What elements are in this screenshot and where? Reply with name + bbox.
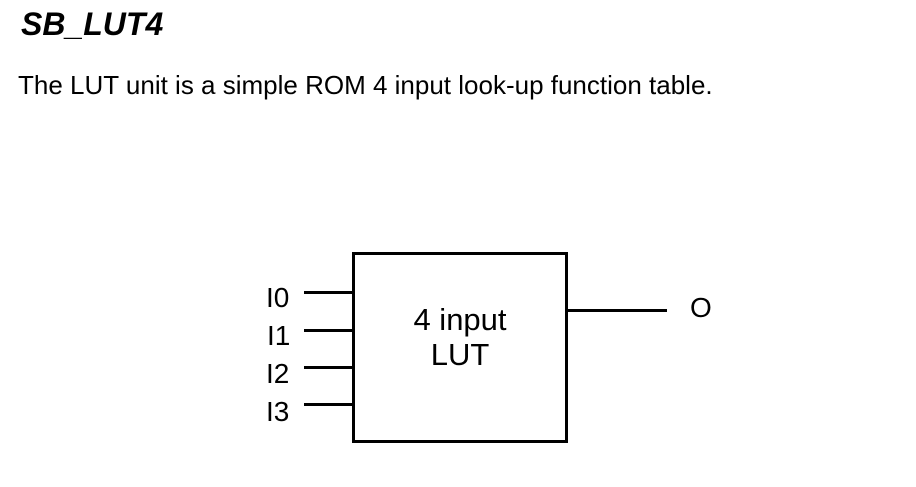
input-wire-i1 <box>304 329 352 332</box>
lut-box: 4 input LUT <box>352 252 568 443</box>
input-wire-i0 <box>304 291 352 294</box>
output-wire <box>568 309 667 312</box>
input-wire-i3 <box>304 403 352 406</box>
lut-box-label-line2: LUT <box>430 337 490 372</box>
input-label-i1: I1 <box>267 320 291 351</box>
output-label-o: O <box>690 292 712 323</box>
lut-box-label-line1: 4 input <box>413 302 507 337</box>
description-text: The LUT unit is a simple ROM 4 input loo… <box>18 70 713 100</box>
input-wire-i2 <box>304 366 352 369</box>
input-label-i0: I0 <box>266 282 290 313</box>
input-label-i3: I3 <box>266 396 290 427</box>
input-label-i2: I2 <box>266 358 290 389</box>
page-title: SB_LUT4 <box>21 6 164 42</box>
